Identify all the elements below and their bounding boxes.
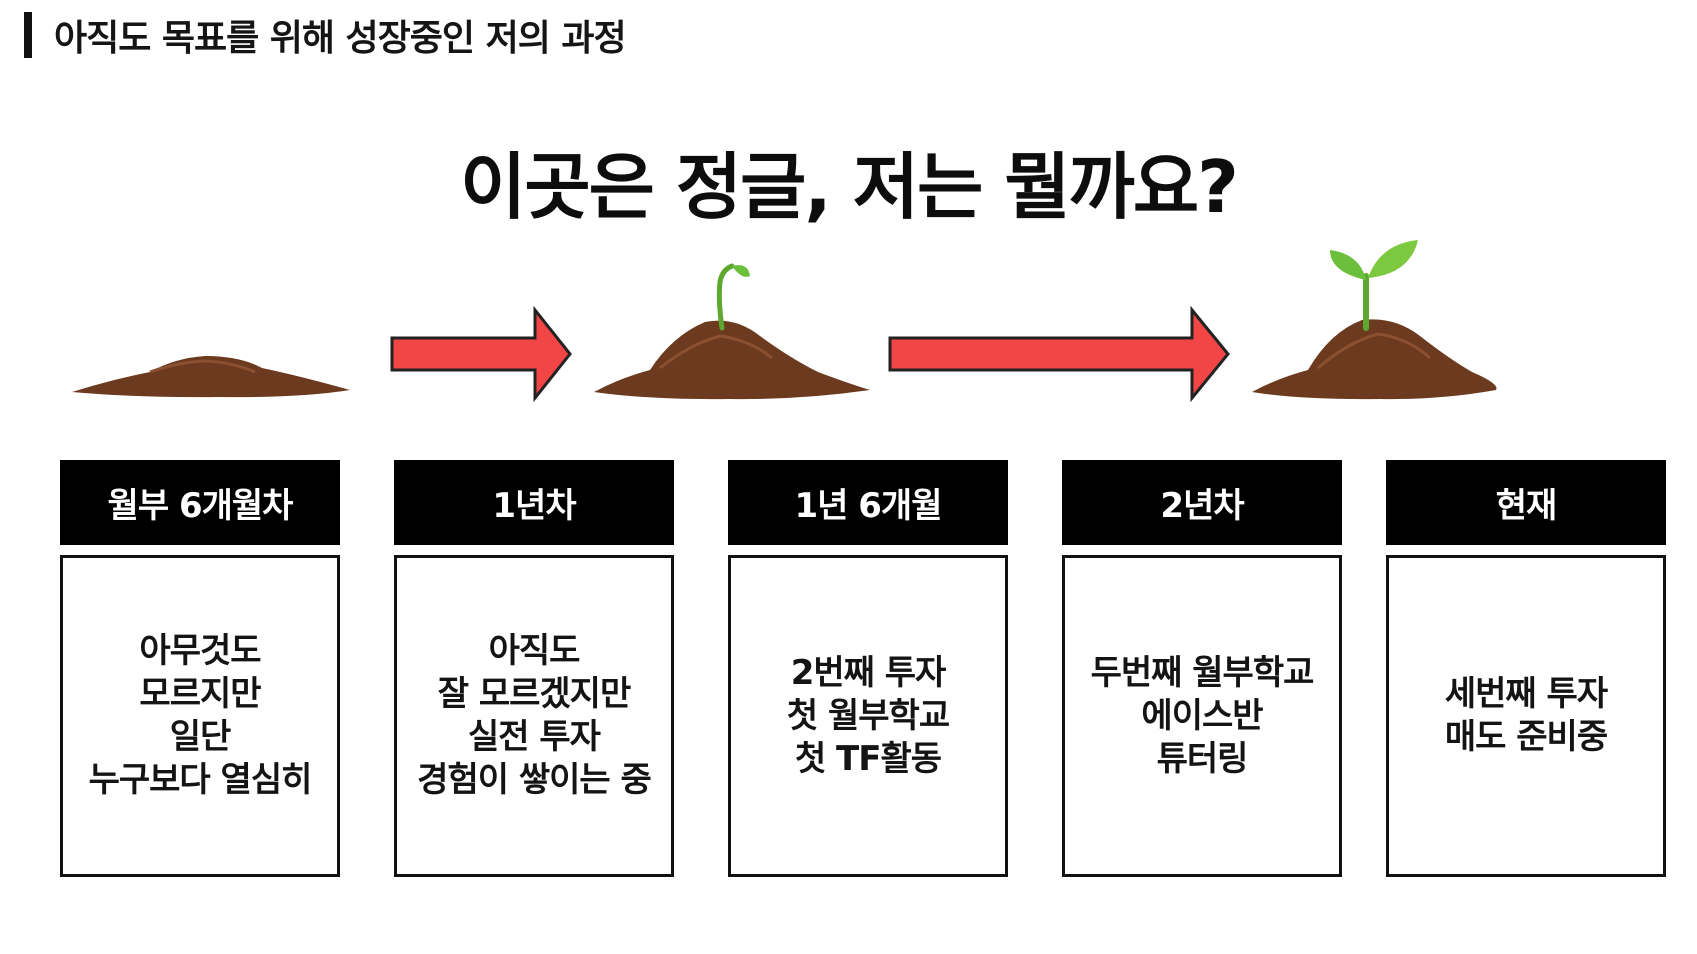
stage-label: 1년차: [394, 460, 674, 545]
stage-label: 월부 6개월차: [60, 460, 340, 545]
page-header: 아직도 목표를 위해 성장중인 저의 과정: [24, 12, 627, 59]
stage-text: 아무것도 모르지만 일단 누구보다 열심히: [88, 631, 313, 800]
header-accent-bar: [24, 12, 32, 58]
stage-text: 2번째 투자 첫 월부학교 첫 TF활동: [786, 652, 950, 779]
main-title: 이곳은 정글, 저는 뭘까요?: [460, 145, 1239, 229]
stage-box: 아무것도 모르지만 일단 누구보다 열심히: [60, 555, 340, 877]
stage-text: 두번째 월부학교 에이스반 튜터링: [1090, 652, 1315, 779]
stage-box: 아직도 잘 모르겠지만 실전 투자 경험이 쌓이는 중: [394, 555, 674, 877]
stage-label: 현재: [1386, 460, 1666, 545]
header-title: 아직도 목표를 위해 성장중인 저의 과정: [54, 18, 627, 59]
growth-illustration: [72, 240, 1497, 403]
stage-5: 현재 세번째 투자 매도 준비중: [1386, 460, 1666, 877]
stage-1: 월부 6개월차 아무것도 모르지만 일단 누구보다 열심히: [60, 460, 340, 877]
stage-3: 1년 6개월 2번째 투자 첫 월부학교 첫 TF활동: [728, 460, 1008, 877]
stage-text: 아직도 잘 모르겠지만 실전 투자 경험이 쌓이는 중: [417, 631, 652, 800]
stage-box: 세번째 투자 매도 준비중: [1386, 555, 1666, 877]
soil-pile-seedling-icon: [1252, 240, 1497, 400]
arrow-right-icon: [888, 305, 1230, 403]
soil-pile-sprout-icon: [594, 263, 870, 400]
stage-text: 세번째 투자 매도 준비중: [1444, 674, 1608, 757]
stage-label: 1년 6개월: [728, 460, 1008, 545]
stage-label: 2년차: [1062, 460, 1342, 545]
stage-2: 1년차 아직도 잘 모르겠지만 실전 투자 경험이 쌓이는 중: [394, 460, 674, 877]
stage-box: 두번째 월부학교 에이스반 튜터링: [1062, 555, 1342, 877]
soil-pile-icon: [72, 356, 350, 398]
stage-box: 2번째 투자 첫 월부학교 첫 TF활동: [728, 555, 1008, 877]
arrow-right-icon: [390, 305, 572, 403]
stage-4: 2년차 두번째 월부학교 에이스반 튜터링: [1062, 460, 1342, 877]
